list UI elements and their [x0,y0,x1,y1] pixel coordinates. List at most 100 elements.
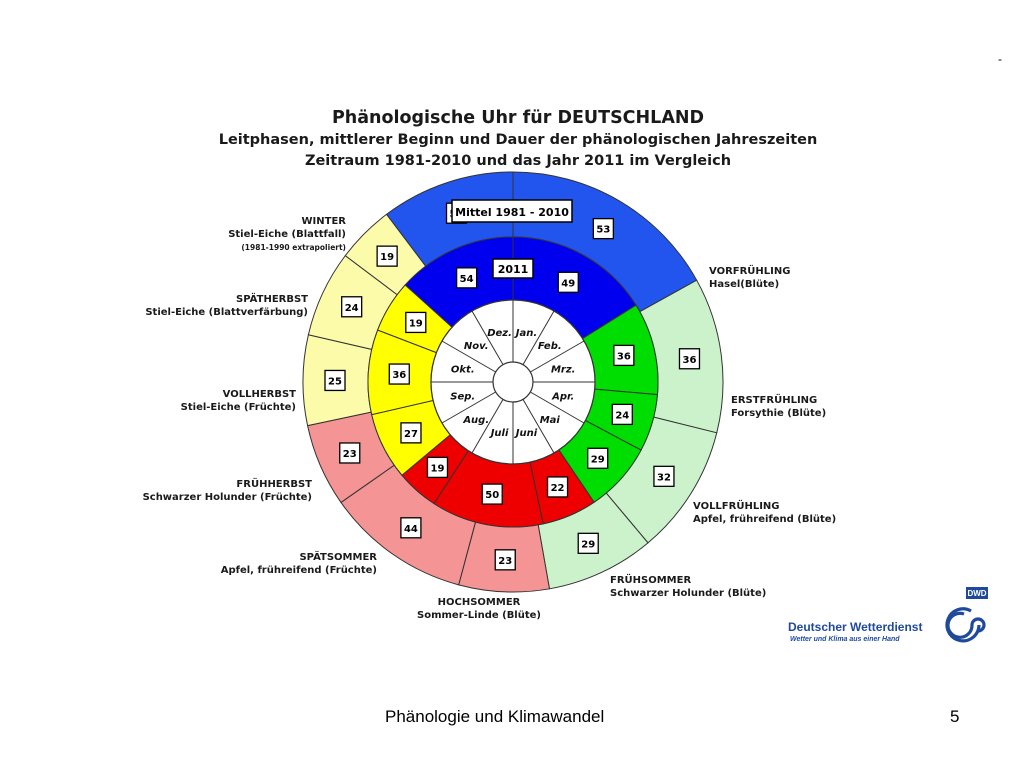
season-label-erstfruehling: ERSTFRÜHLING Forsythie (Blüte) [731,394,826,420]
month-label: Juli [489,428,509,439]
mean-days-box-vollfruehling: 29 [577,532,599,554]
svg-text:19: 19 [380,252,394,263]
mean-days-box-vorfruehling: 36 [678,348,701,370]
season-name: VOLLFRÜHLING [693,501,780,512]
month-divider [441,340,496,373]
svg-text:29: 29 [581,539,595,550]
days-2011-box-fruehherbst: 27 [400,422,422,444]
month-divider [471,399,504,454]
svg-text:44: 44 [404,524,418,535]
month-label: Dez. [487,328,512,339]
month-label: Aug. [462,415,489,426]
season-name: HOCHSOMMER [437,597,521,608]
clock-hub [492,361,534,403]
season-name: VOLLHERBST [222,389,296,400]
logo-tagline: Wetter und Klima aus einer Hand [790,636,900,643]
svg-text:54: 54 [460,274,474,285]
mean-days-box-vollherbst: 24 [341,296,363,318]
season-name: VORFRÜHLING [709,266,791,277]
days-2011-box-vollherbst: 36 [388,363,410,385]
svg-text:23: 23 [498,556,512,567]
season-label-spaetsommer: SPÄTSOMMER Apfel, frühreifend (Früchte) [221,551,377,577]
inner-ring-label: 2011 [498,263,529,276]
season-label-hochsommer: HOCHSOMMER Sommer-Linde (Blüte) [400,596,558,622]
diagram-period: Zeitraum 1981-2010 und das Jahr 2011 im … [304,153,732,169]
month-label: Mrz. [551,365,576,376]
logo-badge: DWD [967,589,986,598]
slide-page-number: 5 [950,707,960,726]
season-name: FRÜHHERBST [236,479,312,490]
season-phase: Stiel-Eiche (Blattfall) [228,229,346,240]
month-label: Feb. [538,341,562,352]
dwd-spiral-icon [945,607,986,643]
month-label: Okt. [451,365,475,376]
season-name: FRÜHSOMMER [610,575,692,586]
svg-text:32: 32 [657,472,671,483]
days-2011-box-winter: 54 [455,267,478,289]
svg-text:24: 24 [615,410,629,421]
clock-center [492,361,534,403]
days-2011-box-hochsommer: 50 [481,483,503,505]
svg-text:19: 19 [409,318,423,329]
season-phase: Forsythie (Blüte) [731,408,827,419]
month-divider [522,310,555,365]
season-label-vorfruehling: VORFRÜHLING Hasel(Blüte) [709,265,790,291]
outer-ring-label: Mittel 1981 - 2010 [455,206,569,219]
svg-text:29: 29 [591,454,605,465]
svg-text:23: 23 [343,449,357,460]
mean-days-box-erstfruehling: 32 [653,465,675,487]
days-2011-box-winter_b: 49 [557,271,579,293]
mean-days-box-winter_b: 53 [592,217,614,240]
season-label-winter: WINTER Stiel-Eiche (Blattfall) (1981-199… [228,215,346,254]
slide-footer-title: Phänologie und Klimawandel [385,707,605,726]
slide-corner-mark: - [998,52,1002,66]
mean-days-box-spaetsommer: 23 [339,442,361,464]
season-label-spaetherbst: SPÄTHERBST Stiel-Eiche (Blattverfärbung) [145,293,308,319]
month-divider [441,391,496,424]
month-label: Apr. [551,391,574,402]
month-label: Mai [540,415,561,426]
mean-days-box-hochsommer: 44 [400,517,422,539]
svg-text:24: 24 [345,303,359,314]
days-2011-box-spaetsommer: 19 [426,456,449,479]
season-label-vollherbst: VOLLHERBST Stiel-Eiche (Früchte) [181,388,296,414]
month-divider [530,340,585,373]
season-phase: Stiel-Eiche (Blattverfärbung) [145,307,308,318]
ring-labels: Mittel 1981 - 2010 2011 [451,199,573,279]
logo-name: Deutscher Wetterdienst [788,620,922,634]
days-2011-box-spaetherbst: 19 [405,311,427,334]
diagram-title-block: Phänologische Uhr für DEUTSCHLAND Leitph… [150,106,886,172]
svg-text:49: 49 [561,278,575,289]
outer-ring-label-box [451,199,573,223]
season-phase: Apfel, frühreifend (Früchte) [220,565,377,576]
month-divider [530,391,585,424]
season-name: SPÄTSOMMER [299,552,377,563]
season-phase: Apfel, frühreifend (Blüte) [693,514,837,525]
mean-days-box-fruehherbst: 25 [324,369,346,392]
mean-days-box-fruehsommer: 23 [494,549,516,571]
days-2011-box-erstfruehling: 24 [611,403,633,426]
season-phase: Stiel-Eiche (Früchte) [180,402,296,413]
season-name: SPÄTHERBST [236,294,308,305]
svg-text:22: 22 [551,483,565,494]
season-phase: Schwarzer Holunder (Blüte) [610,588,767,599]
season-note: (1981-1990 extrapoliert) [241,243,346,252]
days-2011-box-fruehsommer: 22 [546,476,569,498]
season-name: WINTER [301,216,346,227]
season-label-fruehsommer: FRÜHSOMMER Schwarzer Holunder (Blüte) [610,574,766,600]
value-boxes: 5336322923442325241957493624292250192736… [324,202,701,571]
diagram-title: Phänologische Uhr für DEUTSCHLAND [331,108,705,128]
diagram-subtitle: Leitphasen, mittlerer Beginn und Dauer d… [218,132,818,148]
svg-text:36: 36 [683,355,697,366]
svg-text:50: 50 [485,490,499,501]
season-phase: Sommer-Linde (Blüte) [417,610,541,621]
svg-text:36: 36 [617,351,631,362]
svg-text:53: 53 [596,225,610,236]
season-label-vollfruehling: VOLLFRÜHLING Apfel, frühreifend (Blüte) [693,500,836,526]
svg-text:27: 27 [404,429,418,440]
days-2011-box-vollfruehling: 29 [587,447,609,469]
season-label-fruehherbst: FRÜHHERBST Schwarzer Holunder (Früchte) [143,478,312,504]
month-label: Juni [514,428,538,439]
season-phase: Hasel(Blüte) [709,279,780,290]
